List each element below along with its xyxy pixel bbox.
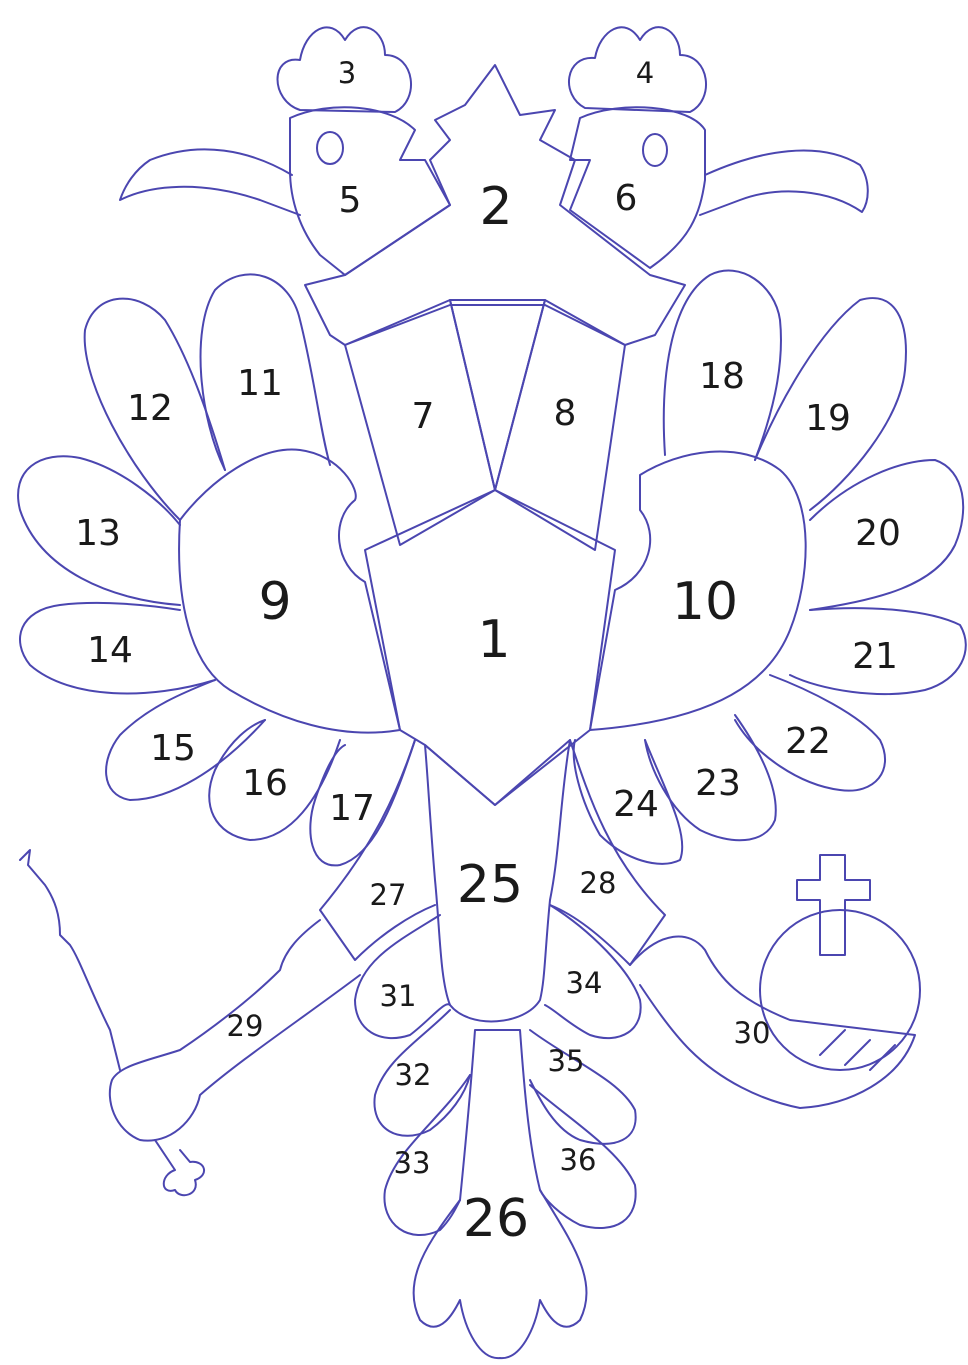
right-beak-outline xyxy=(700,151,868,215)
label-4: 4 xyxy=(636,56,654,90)
right-head-outline xyxy=(570,107,705,268)
label-23: 23 xyxy=(695,763,741,804)
label-21: 21 xyxy=(852,636,898,677)
leg-28-outline xyxy=(550,740,665,965)
label-13: 13 xyxy=(75,513,121,554)
label-8: 8 xyxy=(554,393,577,434)
orb-outline xyxy=(760,910,920,1070)
left-eye-outline xyxy=(317,132,343,164)
hand-30-lines xyxy=(820,1030,895,1070)
right-eye-outline xyxy=(643,134,667,166)
label-36: 36 xyxy=(560,1143,597,1177)
orb-cross-outline xyxy=(797,855,870,955)
label-16: 16 xyxy=(242,763,288,804)
label-18: 18 xyxy=(699,356,745,397)
arm-30-outline xyxy=(630,936,915,1108)
label-30: 30 xyxy=(734,1016,771,1050)
label-1: 1 xyxy=(477,610,510,670)
label-34: 34 xyxy=(566,966,603,1000)
label-2: 2 xyxy=(479,177,512,237)
label-3: 3 xyxy=(338,56,356,90)
label-31: 31 xyxy=(380,979,417,1013)
label-26: 26 xyxy=(463,1189,529,1249)
label-19: 19 xyxy=(805,398,851,439)
label-6: 6 xyxy=(615,178,638,219)
label-9: 9 xyxy=(258,572,291,632)
feather-31-outline xyxy=(355,915,450,1038)
label-29: 29 xyxy=(227,1009,264,1043)
panel-8-outline xyxy=(450,300,545,490)
label-11: 11 xyxy=(237,363,283,404)
label-27: 27 xyxy=(370,878,407,912)
label-24: 24 xyxy=(613,784,659,825)
label-33: 33 xyxy=(394,1146,431,1180)
label-7: 7 xyxy=(412,396,435,437)
left-beak-outline xyxy=(120,149,300,215)
left-head-outline xyxy=(290,107,450,275)
label-20: 20 xyxy=(855,513,901,554)
label-14: 14 xyxy=(87,630,133,671)
label-32: 32 xyxy=(395,1058,432,1092)
label-35: 35 xyxy=(548,1044,585,1078)
label-15: 15 xyxy=(150,728,196,769)
scepter-outline xyxy=(20,850,204,1195)
label-10: 10 xyxy=(672,572,738,632)
label-28: 28 xyxy=(580,866,617,900)
label-17: 17 xyxy=(329,788,375,829)
label-12: 12 xyxy=(127,388,173,429)
label-22: 22 xyxy=(785,721,831,762)
label-25: 25 xyxy=(457,855,523,915)
label-5: 5 xyxy=(339,180,362,221)
leg-27-outline xyxy=(320,740,435,960)
